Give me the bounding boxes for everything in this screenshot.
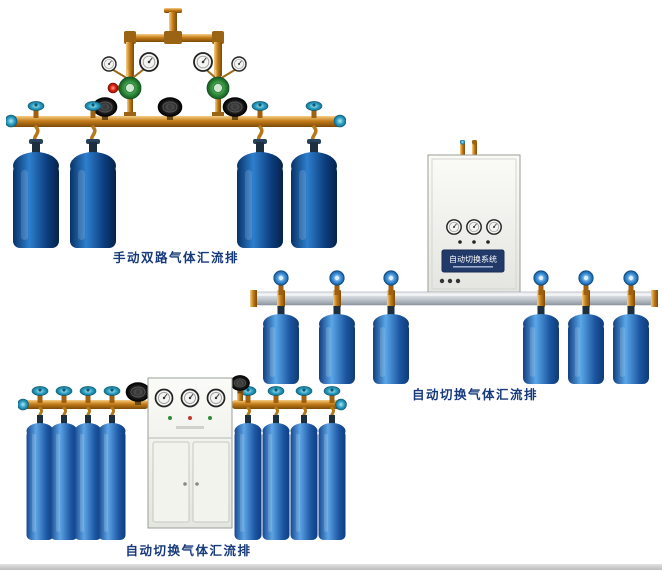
manifold-pipe-left: [18, 398, 148, 411]
pressure-gauge: [139, 52, 159, 72]
product-manual-dual-manifold: 手动双路气体汇流排: [6, 6, 346, 265]
vent-hole: [439, 278, 445, 284]
gas-cylinder: [263, 306, 299, 384]
pipe-end-cap: [18, 398, 29, 411]
product-caption: 自动切换气体汇流排: [411, 388, 538, 402]
pressure-gauge: [193, 52, 213, 72]
gas-cylinder: [70, 139, 116, 248]
gas-cylinder: [98, 415, 126, 540]
indicator-light: [168, 416, 172, 420]
riser-valve: [229, 374, 251, 401]
cylinder-shutoff-knob: [383, 270, 399, 296]
cabinet-door: [192, 441, 230, 523]
pressure-gauge: [180, 388, 200, 408]
pipe-end-cap: [6, 114, 18, 128]
door-handle: [183, 482, 187, 486]
pressure-gauge: [466, 219, 482, 235]
pressure-regulator-right: [193, 52, 247, 117]
control-cabinet: [147, 377, 233, 529]
pressure-gauge: [231, 56, 247, 72]
cylinder-shutoff-knob: [533, 270, 549, 296]
manifold-bar: [250, 290, 658, 307]
gas-cylinder: [262, 415, 290, 540]
cylinder-valve: [251, 100, 269, 119]
gas-cylinder: [50, 415, 78, 540]
pressure-regulator-left: [101, 52, 159, 117]
auto-switch-manifold-photo: 自动切换系统: [250, 140, 658, 384]
manifold-pipe-right: [232, 398, 347, 411]
cabinet-label: 自动切换系统: [449, 254, 497, 264]
indicator-light: [188, 416, 192, 420]
gas-cylinder: [373, 306, 409, 384]
product-auto-switch-manifold-floor: 自动切换气体汇流排: [18, 374, 354, 570]
pressure-gauge: [486, 219, 502, 235]
indicator-light: [458, 240, 462, 244]
gas-cylinder: [613, 306, 649, 384]
indicator-light: [486, 240, 490, 244]
product-caption: 自动切换气体汇流排: [125, 544, 252, 558]
gas-cylinder: [26, 415, 54, 540]
gas-cylinder: [523, 306, 559, 384]
indicator-light: [472, 240, 476, 244]
door-handle: [195, 482, 199, 486]
control-cabinet: 自动切换系统: [427, 154, 521, 294]
cylinder-shutoff-knob: [273, 270, 289, 296]
cylinder-shutoff-knob: [578, 270, 594, 296]
indicator-light: [208, 416, 212, 420]
connector-hoses: [32, 125, 318, 143]
auto-switch-floor-manifold-photo: [18, 374, 347, 540]
main-manifold-pipe: [6, 114, 346, 128]
product-auto-switch-manifold-wall: 自动切换系统: [250, 140, 662, 408]
gas-cylinder: [319, 306, 355, 384]
red-adjust-knob: [107, 82, 119, 94]
cylinder-valve: [305, 100, 323, 119]
gas-cylinder: [318, 415, 346, 540]
pressure-gauge: [101, 56, 117, 72]
gas-cylinder: [290, 415, 318, 540]
cylinder-shutoff-knob: [623, 270, 639, 296]
page-bottom-edge: [0, 564, 662, 570]
pressure-gauge: [206, 388, 226, 408]
cabinet-top-pipes: [459, 140, 478, 156]
vent-hole: [447, 278, 453, 284]
product-caption: 手动双路气体汇流排: [112, 251, 239, 265]
gas-cylinder: [74, 415, 102, 540]
manual-dual-manifold-photo: [6, 8, 346, 248]
header-pipes: [124, 8, 224, 76]
cabinet-door: [152, 441, 190, 523]
pipe-end-cap: [335, 398, 347, 411]
vent-hole: [455, 278, 461, 284]
pressure-gauge: [446, 219, 462, 235]
gas-cylinder: [234, 415, 262, 540]
pressure-gauge: [154, 388, 174, 408]
gas-cylinder: [13, 139, 59, 248]
pipe-end-cap: [333, 114, 346, 128]
cylinder-valve: [27, 100, 45, 119]
cylinder-shutoff-knob: [329, 270, 345, 296]
gas-cylinder: [568, 306, 604, 384]
